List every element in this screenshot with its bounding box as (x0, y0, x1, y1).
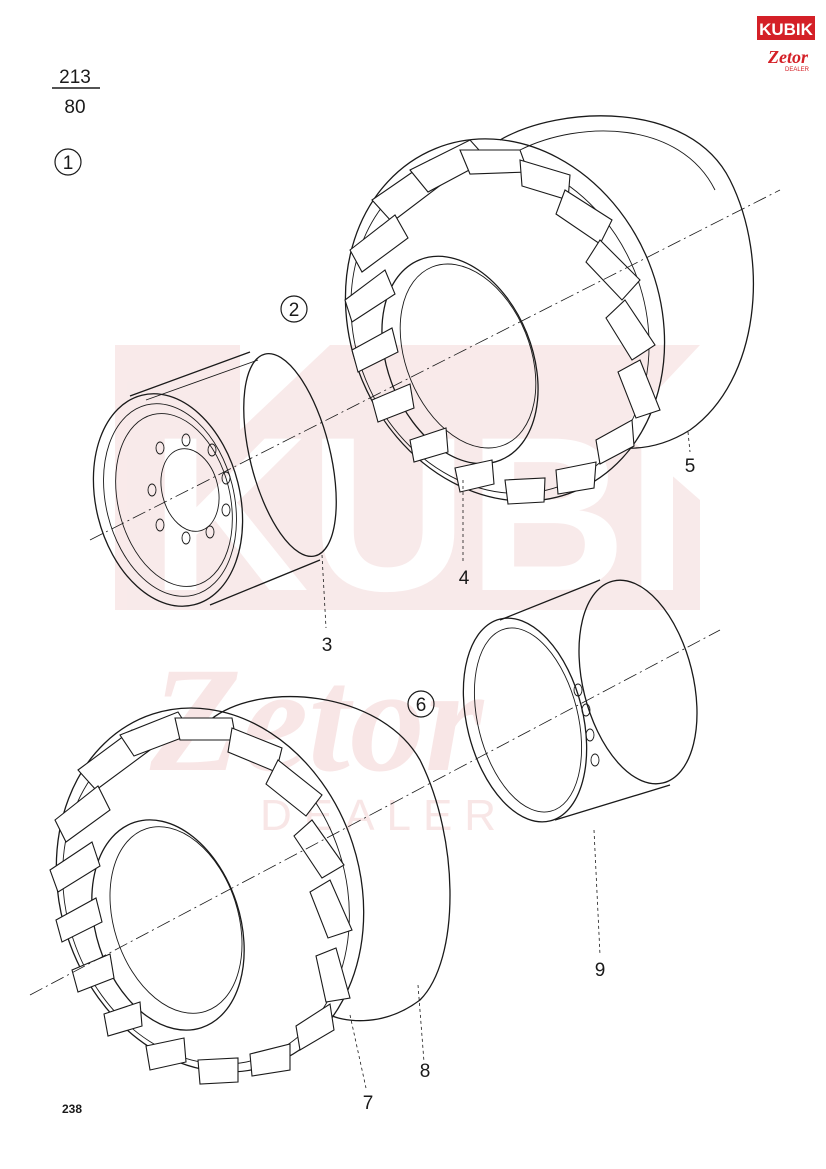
section-fraction: 213 80 (52, 67, 100, 118)
rear-tyre-upper (344, 115, 755, 505)
rim-bolt-holes-upper (147, 433, 231, 545)
callout-9: 9 (595, 960, 606, 981)
tread-lugs-lower (49, 711, 353, 1085)
axis-upper (89, 189, 781, 541)
dealer-logo: KUBIK Zetor DEALER (757, 16, 815, 73)
watermark: KUBIK Zetor DEALER (115, 345, 826, 840)
fraction-bottom: 80 (64, 97, 85, 118)
group-marker-1: 1 (54, 148, 82, 176)
callout-7: 7 (363, 1093, 374, 1114)
callout-5: 5 (685, 456, 696, 477)
rim-bolt-holes-lower (573, 683, 600, 767)
tread-lugs-upper (344, 139, 661, 505)
callout-8: 8 (420, 1061, 431, 1082)
leader-lines (321, 431, 691, 1089)
group-marker-2: 2 (280, 295, 308, 323)
fraction-top: 213 (59, 67, 91, 88)
watermark-brand: KUBIK (150, 391, 826, 637)
callout-4: 4 (459, 568, 470, 589)
logo-brand: KUBIK (759, 20, 814, 39)
wheel-rim-upper (92, 351, 337, 607)
logo-tag: DEALER (785, 67, 810, 73)
callout-3: 3 (322, 635, 333, 656)
group-marker-6: 6 (407, 690, 435, 718)
svg-text:6: 6 (416, 695, 427, 716)
wheel-rim-lower (462, 579, 698, 823)
logo-sub: Zetor (767, 47, 809, 67)
rear-tyre-lower (49, 696, 451, 1085)
page-number: 238 (62, 1102, 82, 1116)
svg-text:2: 2 (289, 300, 300, 321)
svg-text:1: 1 (63, 153, 74, 174)
axis-lower (29, 629, 721, 996)
